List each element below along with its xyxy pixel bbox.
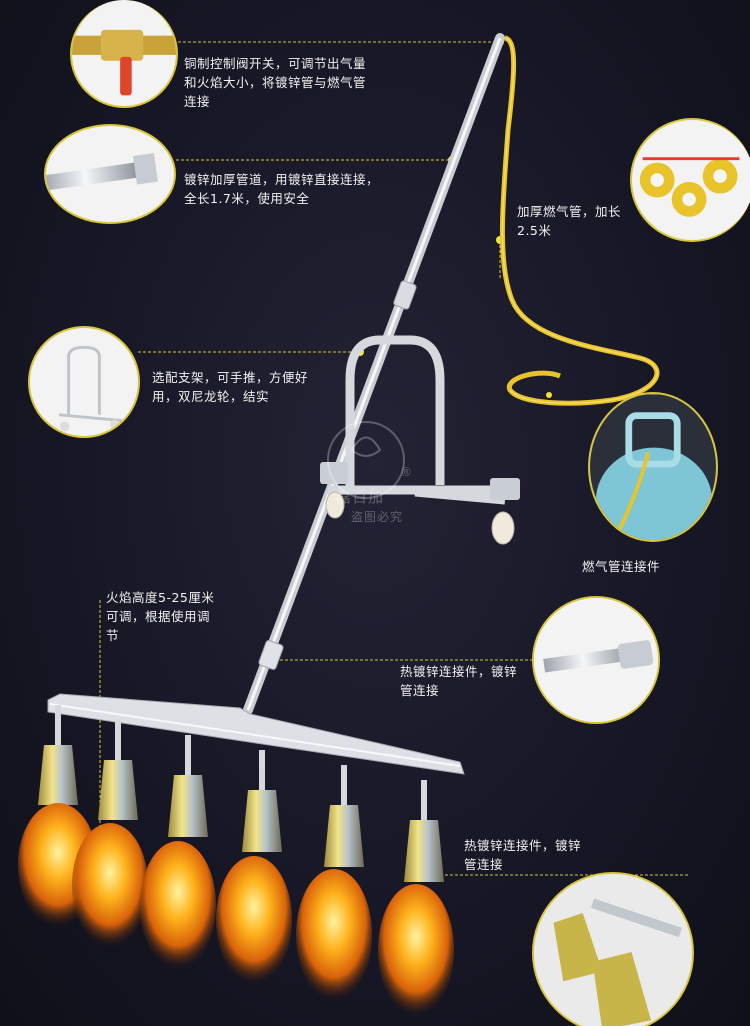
burner-callout [532,872,694,1026]
tank-callout [588,392,718,542]
connector-callout [532,596,660,724]
note-flame: 火焰高度5-25厘米 可调，根据使用调 节 [106,590,215,643]
valve-callout [70,0,178,108]
note-burner-connector: 热镀锌连接件，镀锌 管连接 [464,838,582,872]
pipe-callout [44,124,176,224]
note-valve: 铜制控制阀开关，可调节出气量 和火焰大小，将镀锌管与燃气管 连接 [184,56,367,109]
note-tank: 燃气管连接件 [582,559,661,574]
leader-lines [99,41,690,876]
stand-wheels [320,462,520,545]
note-connector: 热镀锌连接件，镀锌 管连接 [400,664,518,698]
main-pipe [243,33,505,715]
note-pipe: 镀锌加厚管道，用镀锌直接连接， 全长1.7米，使用安全 [184,172,380,206]
note-hose: 加厚燃气管，加长 2.5米 [517,204,622,238]
burner-heads [18,705,454,1016]
hose-callout [630,118,750,242]
watermark-notice: 盗图必究 [351,510,404,524]
watermark-brand: 嘉百加 [336,488,385,506]
watermark-emblem [327,421,405,499]
registered-mark: ® [400,465,413,479]
stand-callout [28,326,140,438]
note-stand: 选配支架，可手推，方便好 用，双尼龙轮，结实 [152,370,309,404]
support-stand [328,335,520,505]
